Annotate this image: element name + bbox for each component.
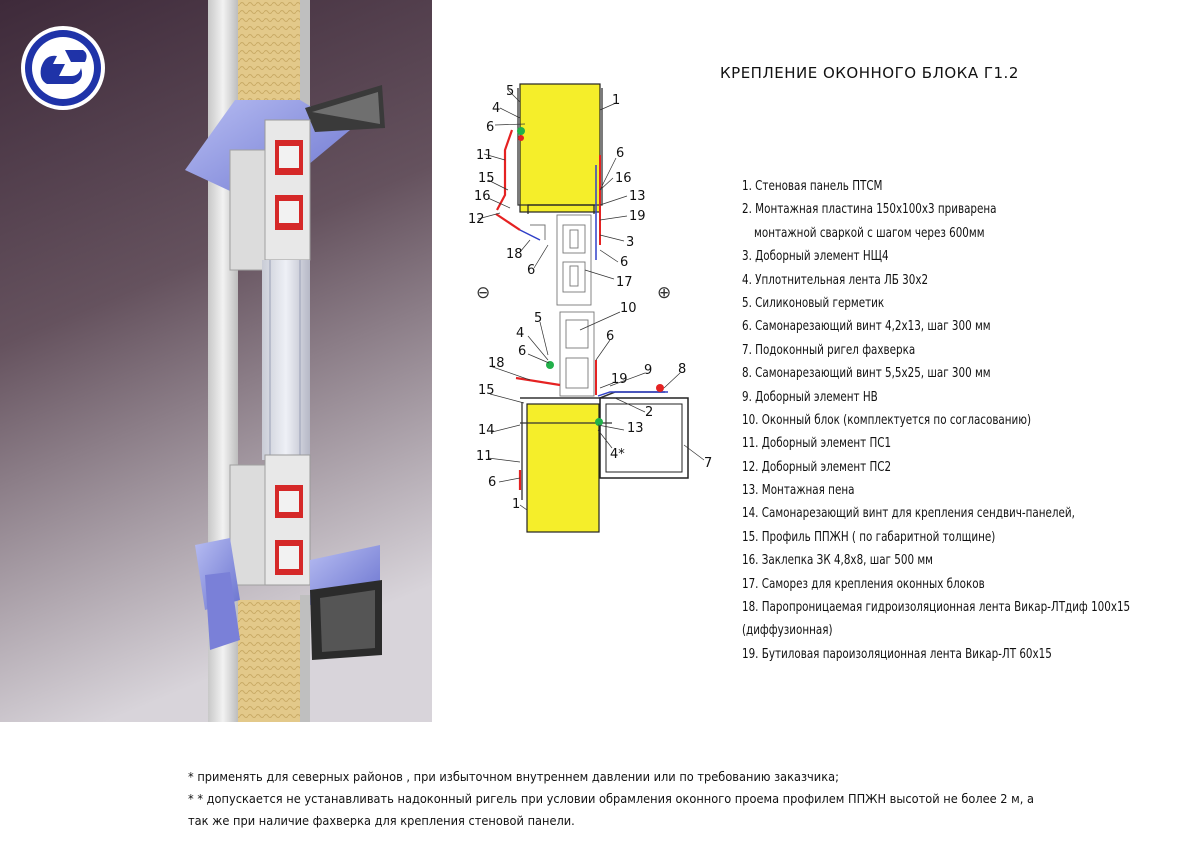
callout-4-star: 4*: [610, 447, 625, 462]
legend-item: 11. Доборный элемент ПС1: [742, 436, 892, 452]
callout-15: 15: [478, 171, 495, 186]
callout-6c: 6: [616, 146, 624, 161]
footnote: так же при наличие фахверка для креплени…: [188, 813, 575, 828]
legend-item: 5. Силиконовый герметик: [742, 295, 885, 311]
callout-2: 2: [645, 405, 653, 420]
legend-item: 1. Стеновая панель ПТСМ: [742, 179, 883, 194]
callout-9: 9: [644, 363, 652, 378]
callout-6d: 6: [620, 255, 628, 270]
legend-item: 15. Профиль ППЖН ( по габаритной толщине…: [742, 529, 996, 545]
callout-16b: 16: [615, 171, 632, 186]
callout-5b: 5: [534, 311, 542, 326]
callout-8: 8: [678, 362, 686, 377]
legend-item: 3. Доборный элемент НЩ4: [742, 249, 889, 265]
parts-legend: 1. Стеновая панель ПТСМ 2. Монтажная плас…: [742, 175, 1133, 666]
legend-item: 8. Самонарезающий винт 5,5х25, шаг 300 м…: [742, 366, 991, 382]
legend-item: 13. Монтажная пена: [742, 483, 855, 499]
legend-item: 6. Самонарезающий винт 4,2х13, шаг 300 м…: [742, 319, 991, 335]
callout-11b: 11: [476, 449, 493, 464]
callout-3: 3: [626, 235, 634, 250]
callout-19b: 19: [611, 372, 628, 387]
legend-item: 12. Доборный элемент ПС2: [742, 459, 892, 475]
callout-10: 10: [620, 301, 637, 316]
top-detail: 5 4 6 1 11 15 16 12 18 6 6 16 13 19 3 6 …: [468, 83, 646, 306]
legend-item: (диффузионная): [742, 623, 833, 639]
page-title: КРЕПЛЕНИЕ ОКОННОГО БЛОКА Г1.2: [720, 64, 1019, 82]
callout-17: 17: [616, 275, 633, 290]
callout-13: 13: [629, 189, 646, 204]
legend-item: 9. Доборный элемент НВ: [742, 389, 878, 405]
footnotes: * применять для северных районов , при и…: [188, 766, 1034, 832]
legend-item: 18. Паропроницаемая гидроизоляционная ле…: [742, 600, 1131, 616]
callout-18: 18: [506, 247, 523, 262]
legend-item: 17. Саморез для крепления оконных блоков: [742, 576, 985, 592]
callout-11: 11: [476, 148, 493, 163]
callout-13b: 13: [627, 421, 644, 436]
window-section-render: [0, 0, 432, 722]
callout-4b: 4: [516, 326, 524, 341]
callout-19: 19: [629, 209, 646, 224]
legend-item: 19. Бутиловая пароизоляционная лента Вик…: [742, 646, 1052, 662]
callout-5: 5: [506, 84, 514, 99]
callout-16: 16: [474, 189, 491, 204]
callout-7: 7: [704, 456, 712, 471]
legend-item: 4. Уплотнительная лента ЛБ 30х2: [742, 272, 929, 288]
callout-1b: 1: [512, 497, 520, 512]
legend-item: 10. Оконный блок (комплектуется по согла…: [742, 412, 1032, 428]
callout-6e: 6: [518, 344, 526, 359]
callout-6b: 6: [527, 263, 535, 278]
legend-item: 16. Заклепка ЗК 4,8х8, шаг 500 мм: [742, 553, 933, 569]
company-logo: [21, 26, 105, 110]
minus-sign: ⊖: [476, 283, 490, 303]
footnote: * * допускается не устанавливать надокон…: [188, 791, 1034, 806]
footnote: * применять для северных районов , при и…: [188, 769, 839, 784]
callout-4: 4: [492, 101, 500, 116]
callout-1: 1: [612, 93, 620, 108]
legend-item: 14. Самонарезающий винт для крепления се…: [742, 506, 1075, 522]
callout-15b: 15: [478, 383, 495, 398]
callout-18b: 18: [488, 356, 505, 371]
callout-12: 12: [468, 212, 485, 227]
legend-item: 2. Монтажная пластина 150х100х3 приварен…: [742, 202, 997, 218]
legend-item: 7. Подоконный ригел фахверка: [742, 342, 916, 358]
callout-6: 6: [486, 120, 494, 135]
callout-6f: 6: [606, 329, 614, 344]
callout-14: 14: [478, 423, 495, 438]
bottom-detail: 10 5 4 6 6 18 9 8 19 15 2 14 13 4* 11 6 …: [476, 301, 712, 533]
legend-item: монтажной сваркой с шагом через 600мм: [754, 225, 985, 241]
callout-6g: 6: [488, 475, 496, 490]
plus-sign: ⊕: [657, 283, 671, 303]
technical-section-drawing: 5 4 6 1 11 15 16 12 18 6 6 16 13 19 3 6 …: [468, 83, 712, 533]
